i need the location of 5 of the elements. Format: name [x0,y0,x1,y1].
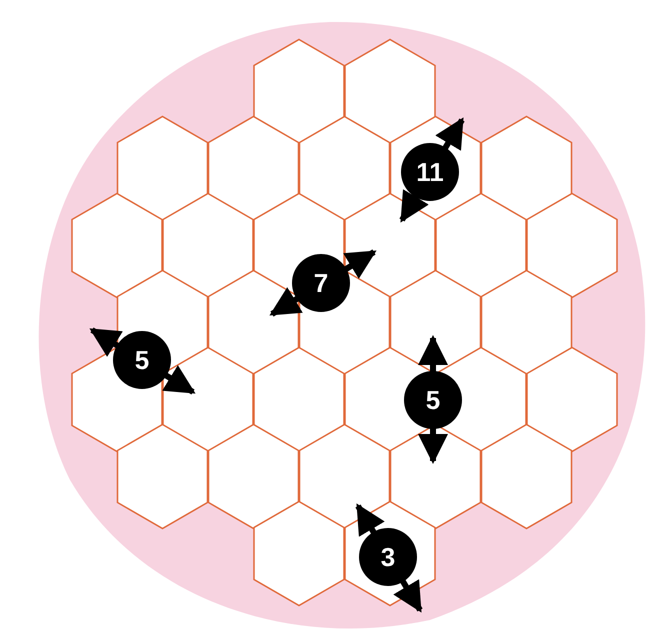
clue-number: 3 [380,542,396,572]
clue-number: 5 [426,385,440,415]
clue-number: 5 [134,345,150,375]
clue-number: 7 [314,268,328,298]
clue-number: 11 [416,157,444,187]
